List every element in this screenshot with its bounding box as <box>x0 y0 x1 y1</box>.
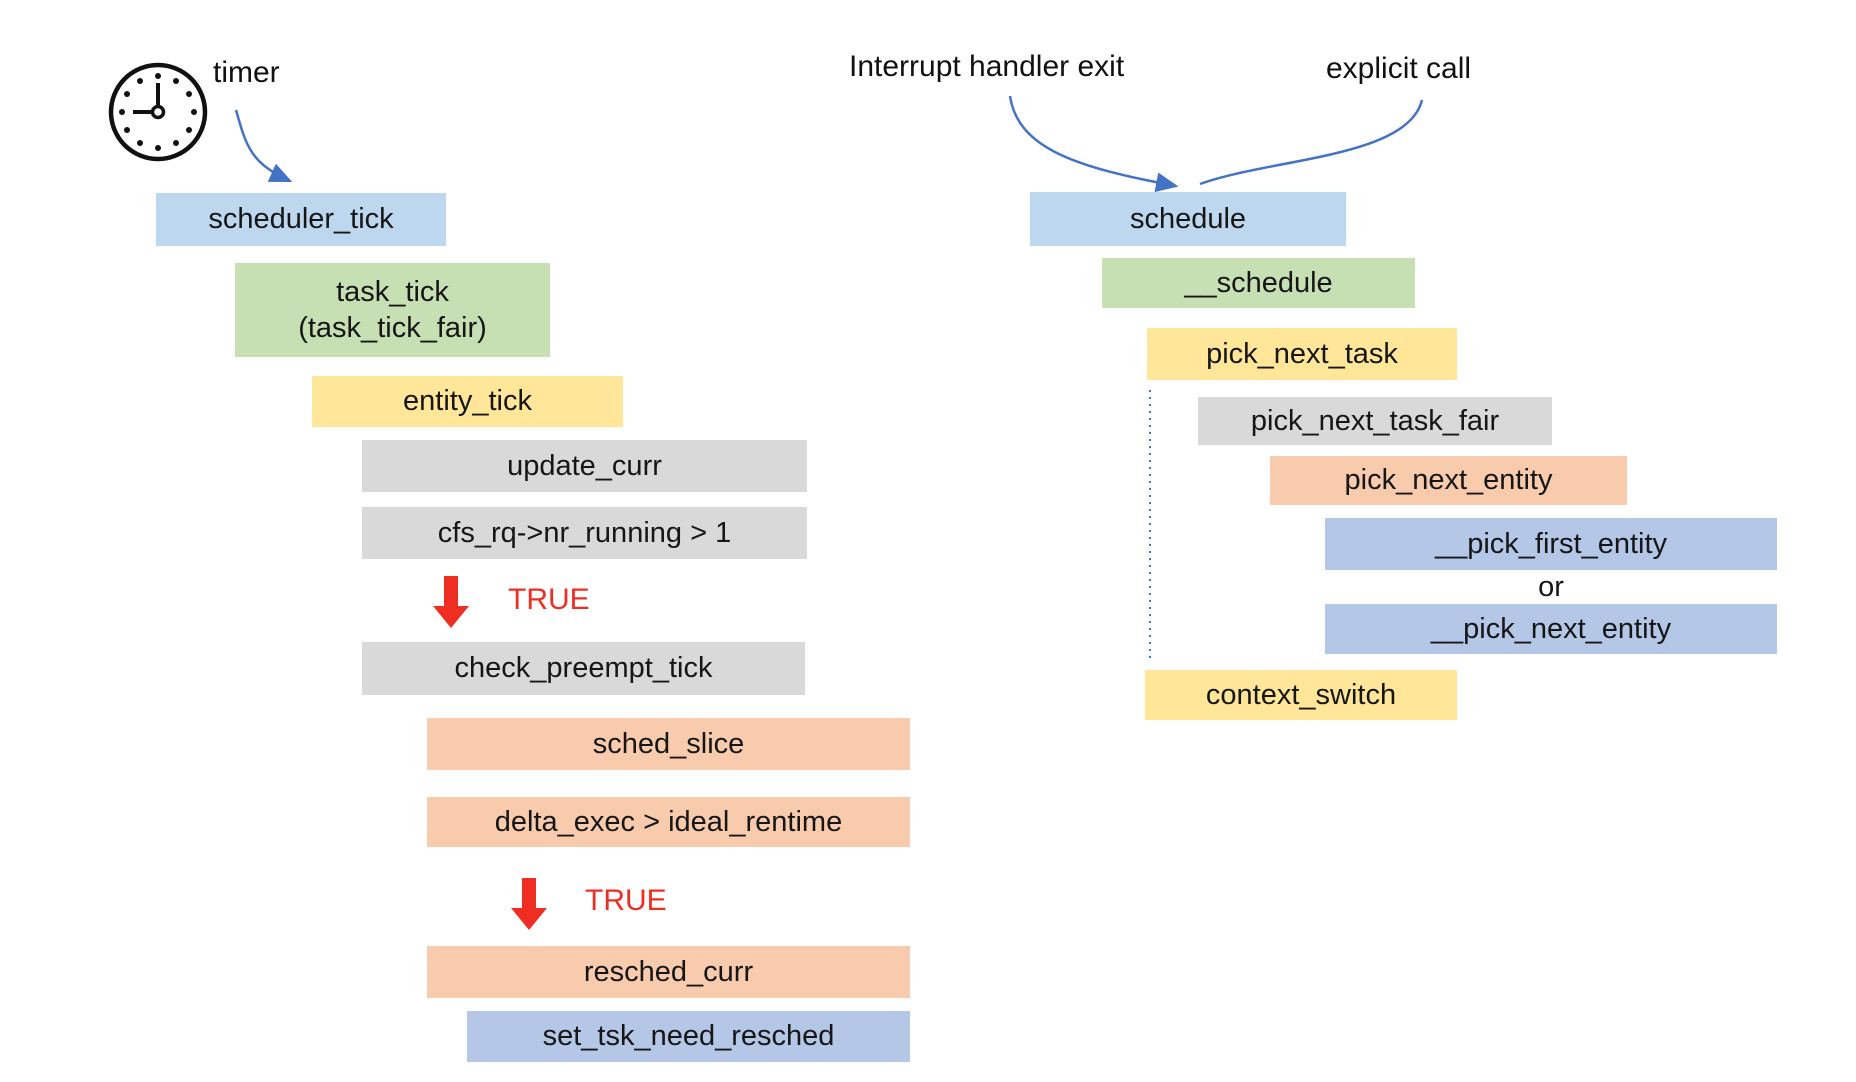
true-label-1: TRUE <box>508 583 590 616</box>
true-branch-arrow-1 <box>433 576 469 628</box>
timer-label: timer <box>213 56 280 89</box>
explicit-call-label: explicit call <box>1326 52 1472 85</box>
box-set-tsk-need-resched: set_tsk_need_resched <box>467 1011 910 1062</box>
clock-icon <box>108 62 208 162</box>
box-pick-next-task: pick_next_task <box>1147 328 1457 380</box>
box-check-preempt-tick: check_preempt_tick <box>362 642 805 695</box>
true-label-2: TRUE <box>585 884 667 917</box>
interrupt-handler-exit-label: Interrupt handler exit <box>849 50 1125 83</box>
box-pick-next-task-fair: pick_next_task_fair <box>1198 397 1552 445</box>
box-pick-first-entity: __pick_first_entity <box>1325 518 1777 570</box>
interrupt-exit-arrow <box>1008 95 1179 193</box>
box-resched-curr: resched_curr <box>427 946 910 998</box>
box-schedule: schedule <box>1030 192 1346 246</box>
task-tick-line1: task_tick <box>336 275 449 308</box>
task-tick-line2: (task_tick_fair) <box>298 312 487 344</box>
box-scheduler-tick: scheduler_tick <box>156 193 446 246</box>
box-underscore-schedule: __schedule <box>1102 258 1415 308</box>
box-pick-next-entity-underscore: __pick_next_entity <box>1325 604 1777 654</box>
timer-arrow <box>234 109 293 183</box>
box-delta-exec-check: delta_exec > ideal_rentime <box>427 797 910 847</box>
box-update-curr: update_curr <box>362 440 807 492</box>
box-nr-running-check: cfs_rq->nr_running > 1 <box>362 507 807 559</box>
box-task-tick: task_tick (task_tick_fair) <box>235 263 550 357</box>
box-context-switch: context_switch <box>1145 670 1457 720</box>
box-sched-slice: sched_slice <box>427 718 910 770</box>
box-pick-next-entity: pick_next_entity <box>1270 456 1627 505</box>
true-branch-arrow-2 <box>511 878 547 930</box>
or-label: or <box>1538 570 1564 603</box>
box-entity-tick: entity_tick <box>312 376 623 427</box>
explicit-call-arrow <box>1199 99 1424 186</box>
